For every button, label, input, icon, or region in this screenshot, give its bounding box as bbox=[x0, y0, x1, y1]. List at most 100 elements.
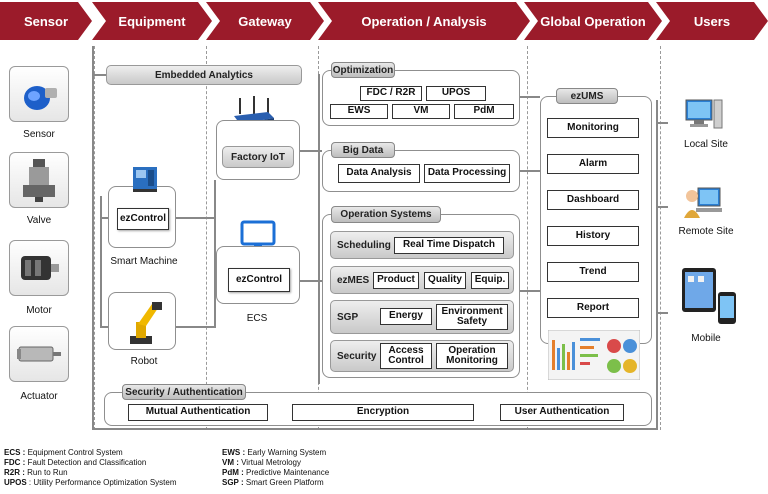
legend-abbr: R2R : bbox=[4, 468, 25, 477]
ezcontrol-ecs-box: ezControl bbox=[228, 268, 290, 292]
actuator-icon bbox=[17, 346, 61, 362]
embedded-analytics-bar: Embedded Analytics bbox=[106, 65, 302, 85]
opt-item-ews: EWS bbox=[330, 104, 388, 119]
header-gateway: Gateway bbox=[206, 2, 324, 40]
right-bus-line bbox=[656, 100, 658, 430]
legend-abbr: UPOS bbox=[4, 478, 27, 487]
link-line bbox=[520, 290, 540, 292]
security-item-access-control: Access Control bbox=[380, 343, 432, 369]
ezums-item-monitoring: Monitoring bbox=[547, 118, 639, 138]
legend-entry: ECS : Equipment Control System bbox=[4, 448, 214, 458]
header-users: Users bbox=[656, 2, 768, 40]
header-sensor: Sensor bbox=[0, 2, 92, 40]
motor-card bbox=[9, 240, 69, 296]
ezmes-item-quality: Quality bbox=[424, 272, 466, 289]
ezcontrol-smart-machine-box: ezControl bbox=[117, 208, 169, 230]
remote-user-icon bbox=[684, 187, 722, 218]
legend-text: : Utility Performance Optimization Syste… bbox=[26, 478, 177, 487]
opt-item-fdc-r2r: FDC / R2R bbox=[360, 86, 422, 101]
link-line bbox=[100, 217, 108, 219]
legend-entry: VM : Virtual Metrology bbox=[222, 458, 392, 468]
valve-icon bbox=[23, 159, 55, 202]
link-line bbox=[520, 96, 540, 98]
legend-text: Predictive Maintenance bbox=[243, 468, 330, 477]
legend-entry: UPOS : Utility Performance Optimization … bbox=[4, 478, 214, 488]
security-label: Security bbox=[337, 350, 377, 362]
legend-text: Virtual Metrology bbox=[238, 458, 301, 467]
actuator-label: Actuator bbox=[20, 391, 58, 402]
link-line bbox=[318, 74, 320, 384]
sensor-bus-line bbox=[92, 46, 94, 430]
legend-text: Run to Run bbox=[24, 468, 68, 477]
ezmes-item-equip: Equip. bbox=[471, 272, 509, 289]
ezums-item-dashboard: Dashboard bbox=[547, 190, 639, 210]
auth-item-user: User Authentication bbox=[500, 404, 624, 421]
bottom-bus-line bbox=[92, 428, 658, 430]
desktop-computer-icon bbox=[685, 99, 723, 129]
column-divider bbox=[206, 46, 207, 430]
valve-card bbox=[9, 152, 69, 208]
scheduling-label: Scheduling bbox=[337, 239, 391, 251]
auth-item-mutual: Mutual Authentication bbox=[128, 404, 268, 421]
legend-text: Fault Detection and Classification bbox=[25, 458, 147, 467]
legend-entry: SGP : Smart Green Platform bbox=[222, 478, 392, 488]
proximity-sensor-icon bbox=[24, 86, 57, 110]
legend-entry: PdM : Predictive Maintenance bbox=[222, 468, 392, 478]
scheduling-item-rtd: Real Time Dispatch bbox=[394, 237, 504, 254]
sensor-card bbox=[9, 66, 69, 122]
factory-iot-box: Factory IoT bbox=[222, 146, 294, 168]
legend-abbr: FDC : bbox=[4, 458, 26, 467]
legend-abbr: PdM : bbox=[222, 468, 244, 477]
legend-abbr: VM : bbox=[222, 458, 239, 467]
legend-text: Smart Green Platform bbox=[243, 478, 324, 487]
auth-item-encryption: Encryption bbox=[292, 404, 474, 421]
header-equipment: Equipment bbox=[92, 2, 212, 40]
ezums-item-history: History bbox=[547, 226, 639, 246]
legend-entry: FDC : Fault Detection and Classification bbox=[4, 458, 214, 468]
link-line bbox=[176, 326, 216, 328]
link-line bbox=[656, 206, 668, 208]
link-line bbox=[300, 280, 322, 282]
motor-label: Motor bbox=[26, 305, 52, 316]
ezums-item-alarm: Alarm bbox=[547, 154, 639, 174]
legend-text: Early Warning System bbox=[245, 448, 327, 457]
sensor-label: Sensor bbox=[23, 129, 55, 140]
security-item-operation-monitoring: Operation Monitoring bbox=[436, 343, 508, 369]
column-divider bbox=[660, 46, 661, 430]
big-data-title: Big Data bbox=[331, 142, 395, 158]
ezums-item-report: Report bbox=[547, 298, 639, 318]
robot-label: Robot bbox=[130, 356, 158, 367]
link-line bbox=[656, 312, 668, 314]
ezmes-item-product: Product bbox=[373, 272, 419, 289]
smart-machine-label: Smart Machine bbox=[110, 256, 178, 267]
link-line bbox=[520, 170, 540, 172]
smart-machine-icon bbox=[133, 167, 157, 192]
remote-site-label: Remote Site bbox=[678, 226, 734, 237]
legend-left: ECS : Equipment Control System FDC : Fau… bbox=[4, 448, 214, 488]
ezums-item-trend: Trend bbox=[547, 262, 639, 282]
link-line bbox=[100, 326, 108, 328]
mobile-devices-icon bbox=[682, 268, 736, 324]
sgp-item-energy: Energy bbox=[380, 308, 432, 325]
ezums-title: ezUMS bbox=[556, 88, 618, 104]
embedded-analytics-label: Embedded Analytics bbox=[155, 69, 253, 81]
opt-item-vm: VM bbox=[392, 104, 450, 119]
mobile-label: Mobile bbox=[691, 333, 721, 344]
legend-text: Equipment Control System bbox=[25, 448, 123, 457]
dashboard-thumbnail-icon bbox=[548, 330, 640, 380]
legend-abbr: EWS : bbox=[222, 448, 246, 457]
actuator-card bbox=[9, 326, 69, 382]
local-site-label: Local Site bbox=[684, 139, 728, 150]
motor-icon bbox=[21, 256, 59, 280]
valve-label: Valve bbox=[26, 215, 52, 226]
sgp-label: SGP bbox=[337, 311, 359, 323]
legend-abbr: ECS : bbox=[4, 448, 26, 457]
legend-abbr: SGP : bbox=[222, 478, 244, 487]
optimization-title: Optimization bbox=[331, 62, 395, 78]
big-data-item-processing: Data Processing bbox=[424, 164, 510, 183]
legend-entry: R2R : Run to Run bbox=[4, 468, 214, 478]
robot-arm-icon bbox=[130, 302, 162, 344]
operation-systems-title: Operation Systems bbox=[331, 206, 441, 223]
ezmes-label: ezMES bbox=[337, 274, 370, 286]
sgp-item-environment-safety: Environment Safety bbox=[436, 304, 508, 330]
